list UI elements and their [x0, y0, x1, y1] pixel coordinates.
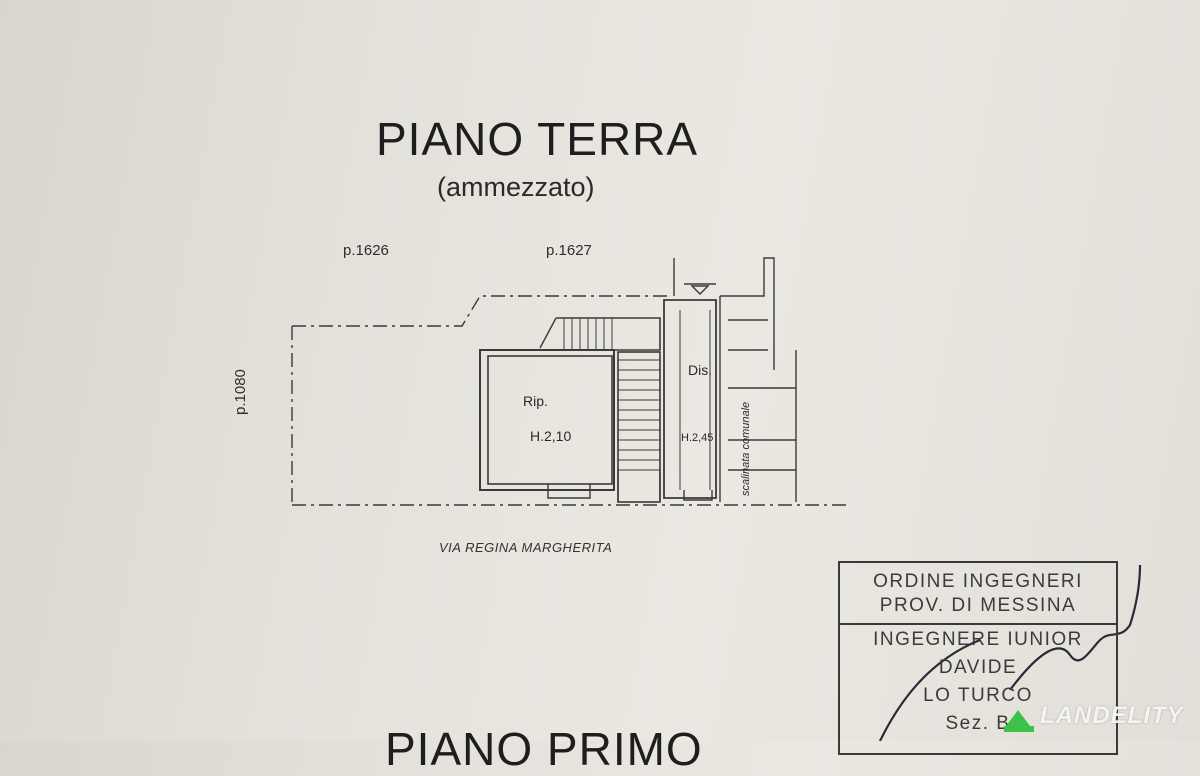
stair-diagonal: [539, 317, 557, 349]
stamp-line-3: INGEGNERE IUNIOR: [873, 629, 1083, 650]
floor-plan-drawing: [291, 257, 1142, 741]
street-label: VIA REGINA MARGHERITA: [439, 540, 613, 555]
room-rip-height: H.2,10: [530, 428, 572, 444]
room-dis-inner: [679, 310, 711, 490]
rip-bay: [547, 484, 591, 499]
stamp-divider: [840, 623, 1116, 625]
dis-bay: [683, 490, 713, 501]
room-rip-name: Rip.: [523, 393, 548, 409]
engineer-stamp: ORDINE INGEGNERI PROV. DI MESSINA INGEGN…: [838, 561, 1118, 755]
stamp-line-1: ORDINE INGEGNERI: [873, 571, 1083, 592]
room-rip-inner: [487, 355, 613, 485]
room-rip-outer: [479, 349, 615, 491]
watermark-text: LANDELITY: [1040, 702, 1184, 729]
next-floor-title: PIANO PRIMO: [385, 723, 703, 775]
stair-central-lower: [617, 470, 661, 502]
landelity-logo-icon: [1004, 710, 1034, 732]
stamp-line-4: DAVIDE: [938, 657, 1018, 678]
floor-subtitle: (ammezzato): [437, 172, 595, 202]
room-dis-name: Dis.: [688, 362, 713, 378]
room-dis: [663, 299, 717, 499]
signature-stroke: [1009, 564, 1142, 691]
room-dis-height: H.2,45: [681, 432, 714, 444]
parcel-label-right: p.1627: [546, 242, 592, 259]
parcel-label-left: p.1626: [343, 242, 389, 259]
stamp-line-5: LO TURCO: [923, 685, 1033, 706]
scalinata-wall: [719, 257, 797, 502]
stair-central-treads: [618, 359, 660, 471]
signature-curve: [879, 638, 981, 741]
stair-top-outline: [550, 317, 661, 351]
entrance-marker: [684, 283, 716, 295]
scalinata-label: scalinata comunale: [740, 401, 752, 496]
stamp-line-6: Sez. B: [945, 713, 1011, 734]
property-boundary-top-left: [292, 295, 672, 327]
stamp-line-2: PROV. DI MESSINA: [879, 595, 1077, 616]
stair-central: [617, 351, 661, 503]
floor-title: PIANO TERRA: [376, 113, 698, 165]
stair-top-treads: [563, 318, 613, 350]
